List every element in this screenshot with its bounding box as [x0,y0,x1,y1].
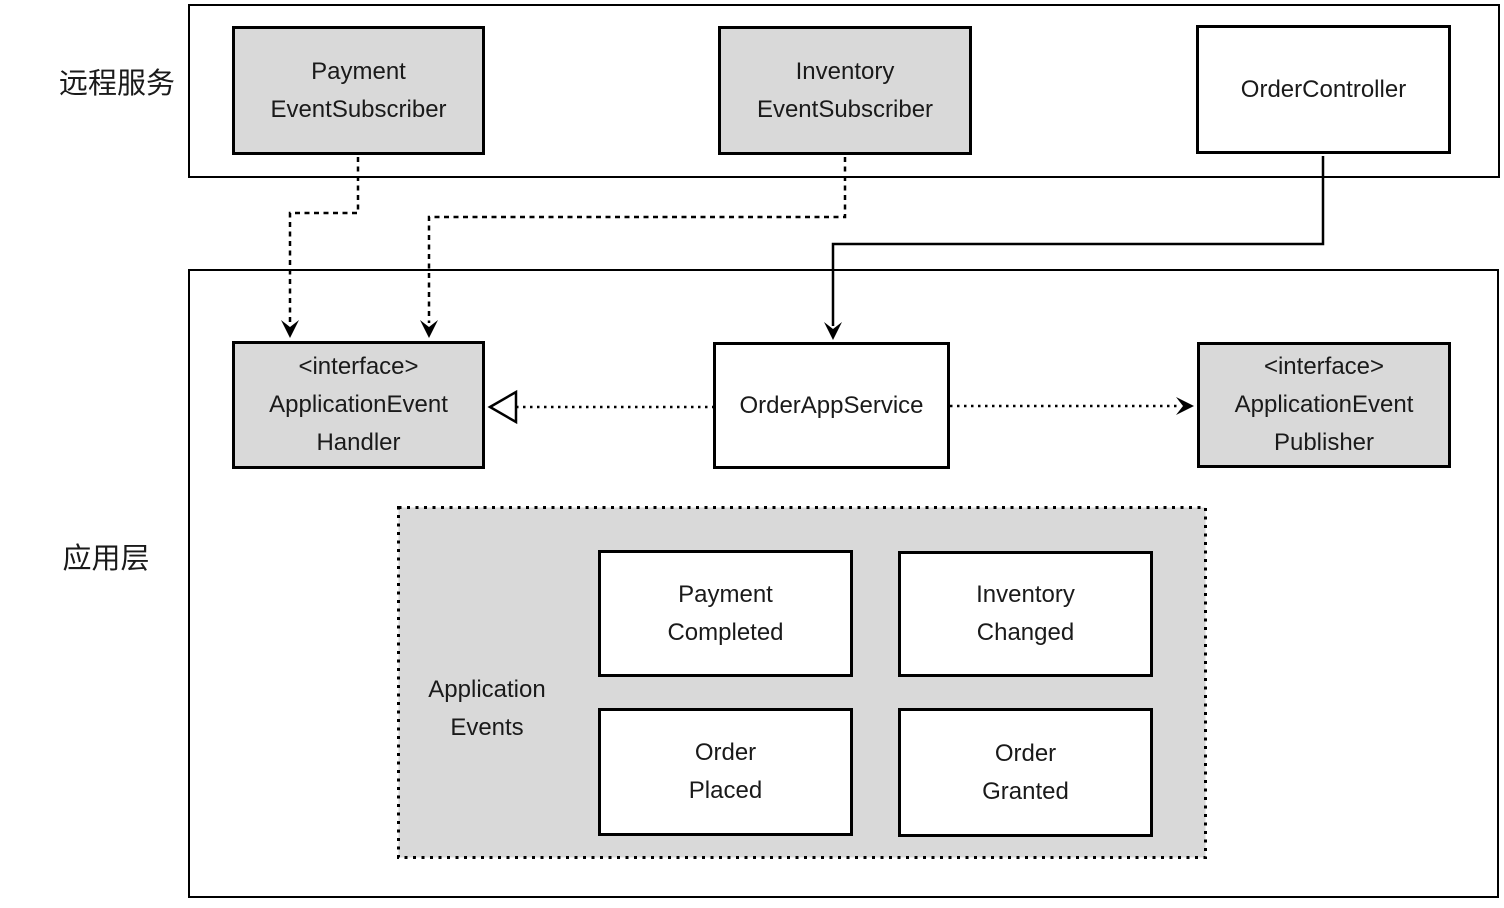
edge-inventory-subscriber-to-handler [420,157,847,338]
group-label-line: Application [428,676,546,703]
remote-services-layer-label: 远程服务 [58,68,175,100]
node-label: Changed [976,619,1075,646]
node-inventory-changed-event: Inventory Changed [898,551,1153,677]
node-label: EventSubscriber [270,95,447,123]
node-order-app-service: OrderAppService [713,342,950,469]
edge-payment-subscriber-to-handler [281,157,360,338]
application-events-group-label: Application Events [407,671,567,747]
node-label: Handler [316,429,401,456]
node-order-controller: OrderController [1196,25,1451,154]
arrowhead-down-icon [824,322,842,340]
node-label: ApplicationEvent [1234,391,1414,418]
edge-service-to-handler-realization [487,389,713,425]
node-label: Inventory [976,581,1075,608]
node-label: <interface> [298,353,419,380]
node-label: Granted [982,777,1069,805]
edge-service-to-publisher [950,397,1194,415]
node-label: ApplicationEvent [269,391,448,418]
node-label: <interface> [1263,353,1385,380]
node-order-placed-event: Order Placed [598,708,853,836]
node-label: EventSubscriber [756,95,934,123]
node-application-event-publisher: <interface> ApplicationEvent Publisher [1197,342,1451,468]
node-payment-completed-event: Payment Completed [598,550,853,677]
node-label: Publisher [1273,429,1375,456]
arrowhead-down-icon [420,320,438,338]
node-label: Completed [667,618,784,646]
node-label: Order [694,739,757,766]
edge-controller-to-service [824,156,1325,340]
arrowhead-right-icon [1176,397,1194,415]
hollow-triangle-icon [487,389,518,425]
node-order-granted-event: Order Granted [898,708,1153,837]
node-label: Inventory [795,57,895,85]
node-label: Payment [678,580,773,608]
group-label-line: Events [450,714,524,741]
node-label: OrderAppService [739,391,924,419]
node-application-event-handler: <interface> ApplicationEvent Handler [232,341,485,469]
node-payment-event-subscriber: Payment EventSubscriber [232,26,485,155]
node-label: Payment [311,57,406,85]
application-layer-label: 应用层 [62,543,150,575]
application-layer-box [188,269,1499,898]
node-inventory-event-subscriber: Inventory EventSubscriber [718,26,972,155]
node-label: Placed [688,777,763,804]
arrowhead-down-icon [281,320,299,338]
node-label: Order [994,739,1057,767]
node-label: OrderController [1240,75,1407,103]
